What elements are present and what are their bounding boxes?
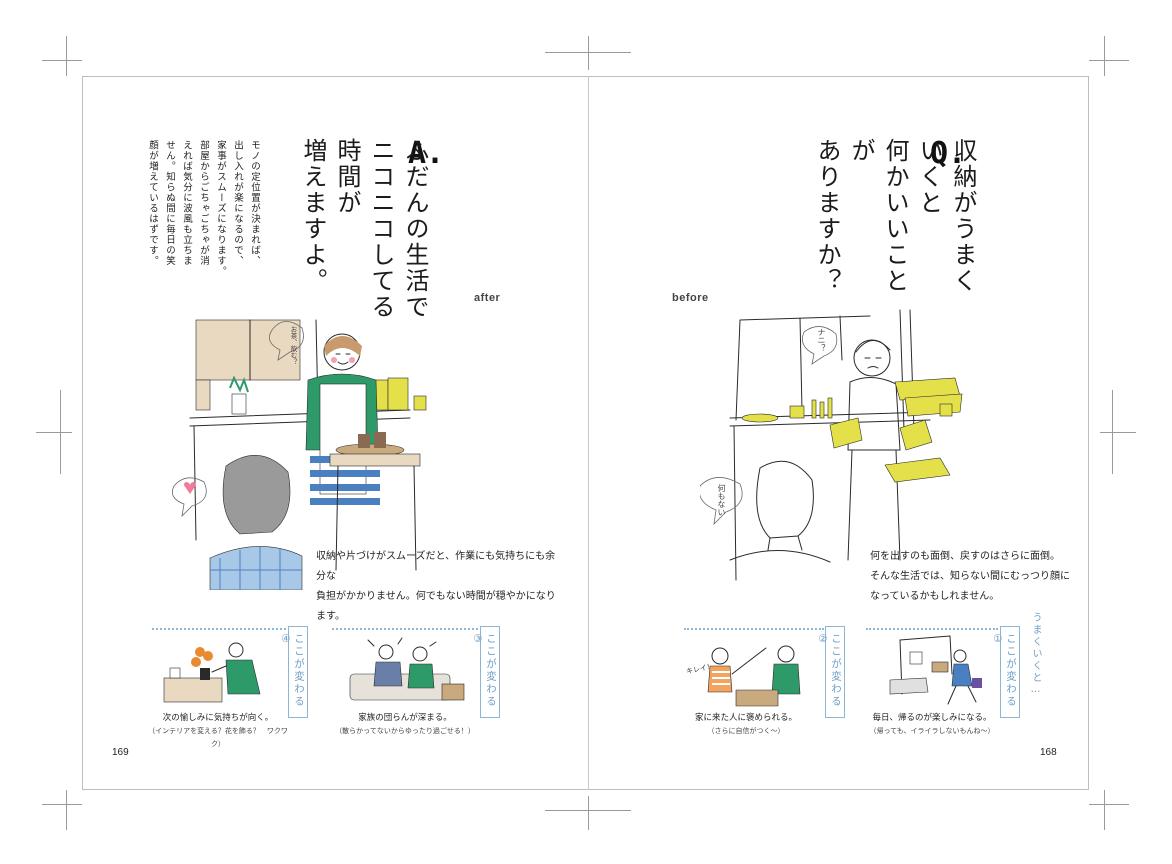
change-illustration-3 [349, 637, 465, 701]
page-number-right: 168 [1040, 747, 1057, 758]
change-caption-4: 次の愉しみに気持ちが向く。 （インテリアを変える？花を飾る？ ワクワク） [146, 712, 290, 751]
change-tag-4: ここが変わる④ [280, 626, 308, 718]
after-label: after [474, 292, 501, 304]
before-bubble-text-1: ナニ？ [817, 328, 826, 352]
before-caption-line-3: なっているかもしれません。 [870, 591, 1000, 602]
change-illustration-1 [889, 635, 982, 705]
before-caption: 何を出すのも面倒、戻すのはさらに面倒。 そんな生活では、知らない間にむっつり顔に… [870, 547, 1070, 607]
change-illustration-2 [707, 645, 801, 707]
answer-heading: ふだんの生活で ニコニコしてる時間が 増えますよ。 [296, 138, 432, 328]
before-label: before [672, 292, 709, 304]
before-bubble-text-2: 何もない [717, 484, 726, 516]
change-caption-3: 家族の団らんが深まる。 （散らかってないからゆったり過ごせる！） [330, 712, 480, 738]
before-illustration [700, 309, 963, 581]
after-illustration [171, 319, 427, 590]
change-tag-1: ここが変わる① [992, 626, 1020, 718]
after-bubble-text: お茶、飲む？ [289, 326, 297, 365]
gutter-line [588, 76, 589, 790]
answer-body-line-3: 家事がスムーズになります。 [215, 140, 226, 277]
page-number-left: 169 [112, 747, 129, 758]
page-border [82, 76, 1089, 790]
answer-body-line-5: えれば気分に波風も立ちま [181, 140, 192, 266]
change-illustration-4 [163, 642, 261, 703]
answer-body-line-1: モノの定位置が決まれば、 [249, 140, 260, 266]
answer-heading-line-2: ニコニコしてる時間が [333, 138, 395, 320]
question-heading-line-2: 何かいいことが [847, 138, 909, 294]
change-divider-4 [152, 628, 286, 630]
change-caption-2: 家に来た人に褒められる。 （さらに自信がつく～） [676, 712, 816, 738]
change-divider-1 [866, 628, 998, 630]
answer-body: モノの定位置が決まれば、 出し入れが楽になるので、 家事がスムーズになります。 … [144, 140, 263, 280]
change-caption-2-line-1: 家に来た人に褒められる。 [694, 713, 797, 723]
change-caption-2-line-2: （さらに自信がつく～） [707, 727, 785, 735]
answer-body-line-6: せん。知らぬ間に毎日の笑 [164, 140, 175, 266]
change-divider-2 [684, 628, 824, 630]
answer-heading-line-1: ふだんの生活で [401, 138, 429, 320]
change-caption-1: 毎日、帰るのが楽しみになる。 （帰っても、イライラしないもんね～） [862, 712, 1002, 738]
after-caption-line-2: 負担がかかりません。何でもない時間が穏やかになります。 [316, 591, 556, 622]
change-caption-4-line-2: （インテリアを変える？花を飾る？ ワクワク） [148, 727, 288, 748]
question-heading: 収納がうまくいくと 何かいいことが ありますか？ [810, 138, 980, 318]
question-heading-line-3: ありますか？ [813, 138, 841, 294]
change-caption-4-line-1: 次の愉しみに気持ちが向く。 [162, 713, 274, 723]
answer-heading-line-3: 増えますよ。 [299, 138, 327, 294]
change-caption-3-line-1: 家族の団らんが深まる。 [358, 713, 452, 723]
question-letter: Q. [930, 136, 967, 171]
change-caption-3-line-2: （散らかってないからゆったり過ごせる！） [335, 727, 475, 735]
answer-letter: A. [408, 136, 445, 171]
answer-body-line-4: 部屋からごちゃごちゃが消 [198, 140, 209, 266]
answer-body-line-2: 出し入れが楽になるので、 [232, 140, 243, 266]
changes-header: うまくいくと… [1030, 612, 1041, 697]
change-tag-2: ここが変わる② [817, 626, 845, 718]
before-caption-line-2: そんな生活では、知らない間にむっつり顔に [870, 571, 1070, 582]
after-caption-line-1: 収納や片づけがスムーズだと、作業にも気持ちにも余分な [316, 551, 556, 582]
change-caption-1-line-2: （帰っても、イライラしないもんね～） [869, 727, 995, 735]
change-caption-1-line-1: 毎日、帰るのが楽しみになる。 [872, 713, 992, 723]
after-caption: 収納や片づけがスムーズだと、作業にも気持ちにも余分な 負担がかかりません。何でも… [316, 547, 556, 627]
before-caption-line-1: 何を出すのも面倒、戻すのはさらに面倒。 [870, 551, 1060, 562]
change-divider-3 [332, 628, 478, 630]
answer-body-line-7: 顔が増えているはずです。 [147, 140, 158, 266]
question-heading-line-1: 収納がうまくいくと [915, 138, 977, 294]
change-tag-3: ここが変わる③ [472, 626, 500, 718]
